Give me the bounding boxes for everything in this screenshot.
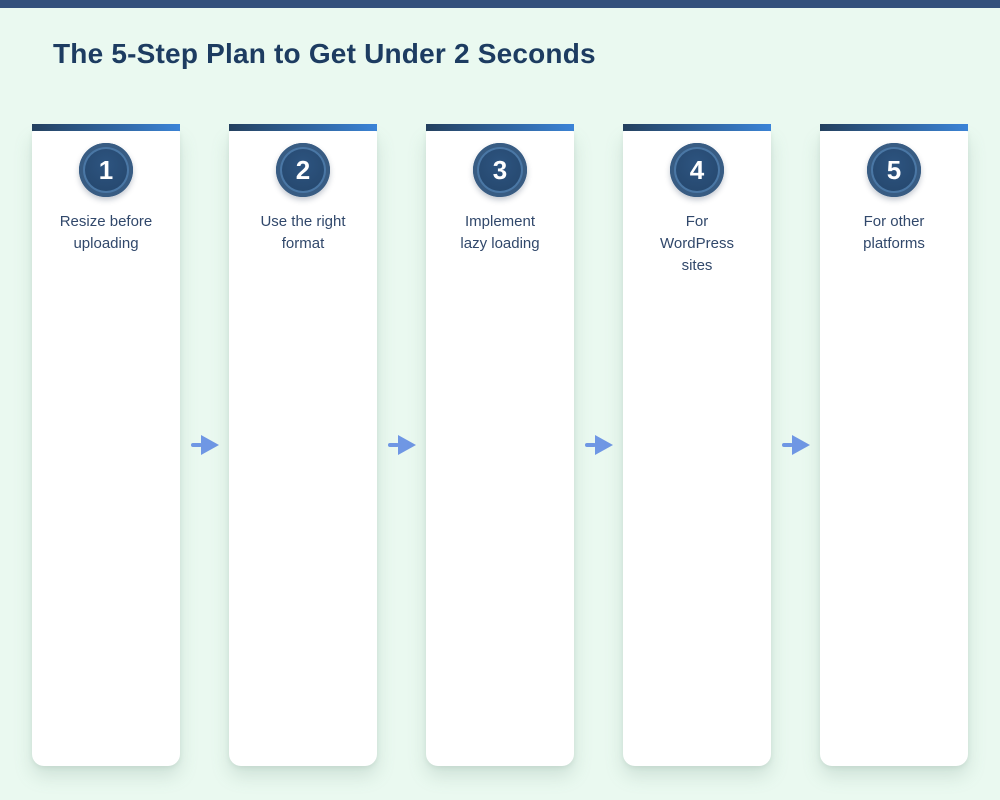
card-accent-bar — [229, 124, 377, 131]
arrow-stem — [584, 443, 596, 447]
arrow-stem — [781, 443, 793, 447]
page-title: The 5-Step Plan to Get Under 2 Seconds — [53, 38, 596, 69]
step-number-badge: 4 — [670, 143, 724, 197]
card-accent-bar — [623, 124, 771, 131]
step-number-badge: 5 — [867, 143, 921, 197]
step-card-5: 5 For other platforms — [820, 124, 968, 766]
step-label: Implement lazy loading — [460, 213, 540, 252]
step-card: 5 For other platforms — [820, 131, 968, 766]
card-accent-bar — [32, 124, 180, 131]
step-card-3: 3 Implement lazy loading — [426, 124, 574, 766]
card-accent-bar — [820, 124, 968, 131]
connector-4 — [771, 124, 820, 766]
card-accent-bar — [426, 124, 574, 131]
step-card-4: 4 For WordPress sites — [623, 124, 771, 766]
arrow-right-icon — [190, 435, 219, 455]
arrow-head — [594, 435, 613, 455]
connector-3 — [574, 124, 623, 766]
step-label: Use the right format — [260, 213, 346, 252]
step-card-2: 2 Use the right format — [229, 124, 377, 766]
step-label: Resize before uploading — [59, 213, 153, 252]
step-card: 1 Resize before uploading — [32, 131, 180, 766]
flow-container: 1 Resize before uploading 2 Use the righ… — [32, 124, 968, 766]
connector-1 — [180, 124, 229, 766]
step-card-1: 1 Resize before uploading — [32, 124, 180, 766]
step-number-badge: 1 — [79, 143, 133, 197]
step-label: For other platforms — [863, 213, 925, 252]
step-card: 2 Use the right format — [229, 131, 377, 766]
step-number-badge: 3 — [473, 143, 527, 197]
arrow-right-icon — [387, 435, 416, 455]
arrow-stem — [387, 443, 399, 447]
arrow-right-icon — [781, 435, 810, 455]
connector-2 — [377, 124, 426, 766]
top-bar — [0, 0, 1000, 8]
step-card: 4 For WordPress sites — [623, 131, 771, 766]
step-number-badge: 2 — [276, 143, 330, 197]
arrow-stem — [190, 443, 202, 447]
step-card: 3 Implement lazy loading — [426, 131, 574, 766]
step-label: For WordPress sites — [660, 213, 734, 274]
arrow-right-icon — [584, 435, 613, 455]
arrow-head — [397, 435, 416, 455]
arrow-head — [791, 435, 810, 455]
arrow-head — [200, 435, 219, 455]
